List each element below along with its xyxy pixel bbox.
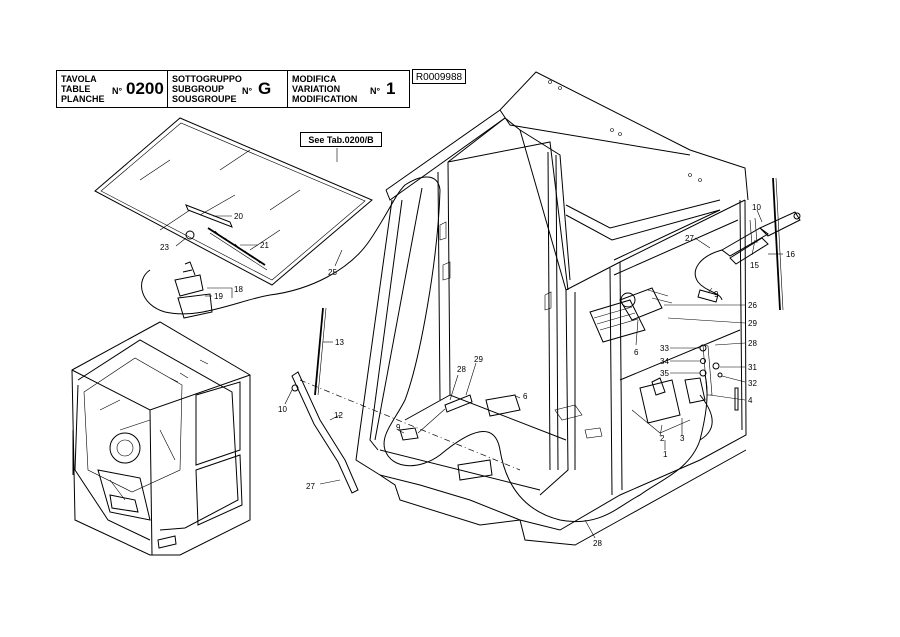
callout-6-right: 6: [634, 348, 639, 357]
callout-numbers: 20 21 23 25 18 19 13 10 12 27 28 29 9 6 …: [160, 203, 795, 548]
subgroup-label-fr: SOUSGROUPE: [172, 94, 237, 104]
callout-23: 23: [160, 243, 169, 252]
callout-32: 32: [748, 379, 757, 388]
callout-9-right: 9: [714, 290, 719, 299]
callout-28-bottom: 28: [593, 539, 602, 548]
table-no-label: N°: [112, 86, 123, 96]
variation-label-fr: MODIFICATION: [292, 94, 358, 104]
washer-hose: [699, 394, 713, 441]
front-wiper-arm: [185, 204, 268, 271]
table-label-en: TABLE: [61, 84, 91, 94]
callout-2: 2: [660, 434, 665, 443]
callout-25: 25: [328, 268, 337, 277]
front-wiper-motor: [174, 261, 213, 319]
variation-number: 1: [386, 79, 396, 98]
main-harness-cable: [383, 189, 708, 523]
callout-29-right: 29: [748, 319, 757, 328]
cab-frame: [355, 71, 749, 546]
callout-29-center: 29: [474, 355, 483, 364]
subgroup-letter: G: [258, 79, 272, 98]
variation-label-it: MODIFICA: [292, 74, 337, 84]
see-table-reference: See Tab.0200/B: [300, 132, 382, 147]
rear-left-wiper: [291, 307, 521, 494]
title-block: TAVOLA TABLE PLANCHE N° 0200 SOTTOGRUPPO…: [56, 70, 410, 108]
callout-34: 34: [660, 357, 669, 366]
callout-27-left: 27: [306, 482, 315, 491]
callout-leaders: [175, 209, 783, 539]
callout-31: 31: [748, 363, 757, 372]
callout-35: 35: [660, 369, 669, 378]
table-cell: TAVOLA TABLE PLANCHE N° 0200: [57, 71, 168, 107]
rear-right-wiper: [721, 177, 801, 311]
callout-21: 21: [260, 241, 269, 250]
table-number: 0200: [126, 79, 164, 98]
variation-no-label: N°: [370, 86, 381, 96]
callout-10-left: 10: [278, 405, 287, 414]
cable-clip: [697, 289, 719, 303]
subgroup-label-en: SUBGROUP: [172, 84, 225, 94]
callout-28-center: 28: [457, 365, 466, 374]
subgroup-labels: SOTTOGRUPPO SUBGROUP SOUSGROUPE: [172, 74, 242, 104]
washer-tank: [631, 344, 739, 434]
callout-4: 4: [748, 396, 753, 405]
callout-16: 16: [786, 250, 795, 259]
windshield-glass: [94, 117, 373, 286]
callout-28-right: 28: [748, 339, 757, 348]
callout-9-center: 9: [396, 423, 401, 432]
table-labels: TAVOLA TABLE PLANCHE: [61, 74, 105, 104]
callout-20: 20: [234, 212, 243, 221]
subgroup-cell: SOTTOGRUPPO SUBGROUP SOUSGROUPE N° G: [168, 71, 288, 107]
callout-6-center: 6: [523, 392, 528, 401]
variation-label-en: VARIATION: [292, 84, 341, 94]
subgroup-label-it: SOTTOGRUPPO: [172, 74, 242, 84]
callout-1: 1: [663, 450, 668, 459]
callout-18: 18: [234, 285, 243, 294]
right-wiper-motor: [589, 287, 673, 343]
callout-19: 19: [214, 292, 223, 301]
variation-cell: MODIFICA VARIATION MODIFICATION N° 1: [288, 71, 409, 107]
reference-code: R0009988: [412, 69, 466, 84]
callout-13: 13: [335, 338, 344, 347]
washer-connector: [399, 394, 521, 441]
subgroup-no-label: N°: [242, 86, 253, 96]
callout-33: 33: [660, 344, 669, 353]
callout-15: 15: [750, 261, 759, 270]
cab-overview-illustration: [71, 321, 251, 556]
callout-27-right: 27: [685, 234, 694, 243]
callout-10-right: 10: [752, 203, 761, 212]
table-label-fr: PLANCHE: [61, 94, 105, 104]
callout-12: 12: [334, 411, 343, 420]
callout-3: 3: [680, 434, 685, 443]
front-wiper-cable: [141, 176, 441, 315]
variation-labels: MODIFICA VARIATION MODIFICATION: [292, 74, 357, 104]
callout-26: 26: [748, 301, 757, 310]
table-label-it: TAVOLA: [61, 74, 97, 84]
